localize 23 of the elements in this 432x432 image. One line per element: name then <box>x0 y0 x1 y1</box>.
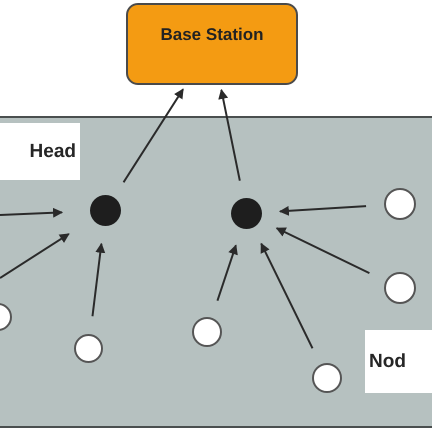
sensor-node <box>384 272 416 304</box>
node-label: Head <box>30 140 76 162</box>
sensor-node <box>192 317 222 347</box>
arrow <box>0 233 70 279</box>
node-label: Nod <box>369 350 406 372</box>
arrow <box>260 242 314 349</box>
node-label: Base Station <box>160 25 264 45</box>
arrow <box>276 227 370 274</box>
arrow <box>91 242 106 316</box>
legend-card <box>365 330 432 393</box>
arrow <box>0 208 64 218</box>
arrow <box>216 244 238 302</box>
arrow <box>122 88 184 183</box>
network-field-panel <box>0 116 432 428</box>
arrow <box>278 205 366 216</box>
base-station-box <box>126 3 298 85</box>
cluster-head-node <box>90 195 121 226</box>
sensor-node <box>74 334 103 363</box>
cluster-head-node <box>231 198 262 229</box>
sensor-node <box>312 363 342 393</box>
arrow <box>218 88 241 181</box>
legend-card <box>0 123 80 180</box>
sensor-node <box>384 188 416 220</box>
